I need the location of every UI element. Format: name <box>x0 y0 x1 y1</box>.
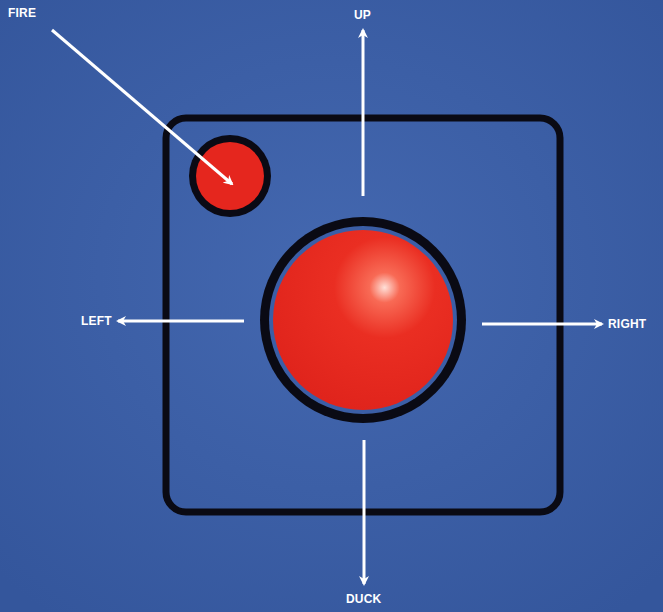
direction-label: DUCK <box>346 592 381 606</box>
direction-label: FIRE <box>8 6 36 20</box>
up-arrow <box>362 30 365 196</box>
left-arrow <box>118 320 244 323</box>
fire-button <box>196 142 264 210</box>
direction-label: LEFT <box>81 314 112 328</box>
duck-arrow <box>363 440 366 584</box>
fire-arrow <box>52 30 232 184</box>
right-arrow <box>482 323 602 326</box>
direction-label: UP <box>354 8 371 22</box>
fire-button-rim <box>189 135 271 217</box>
direction-label: RIGHT <box>608 317 646 331</box>
stick-ring <box>269 226 457 414</box>
stick-rim <box>260 217 466 423</box>
joystick-ball <box>273 230 453 410</box>
